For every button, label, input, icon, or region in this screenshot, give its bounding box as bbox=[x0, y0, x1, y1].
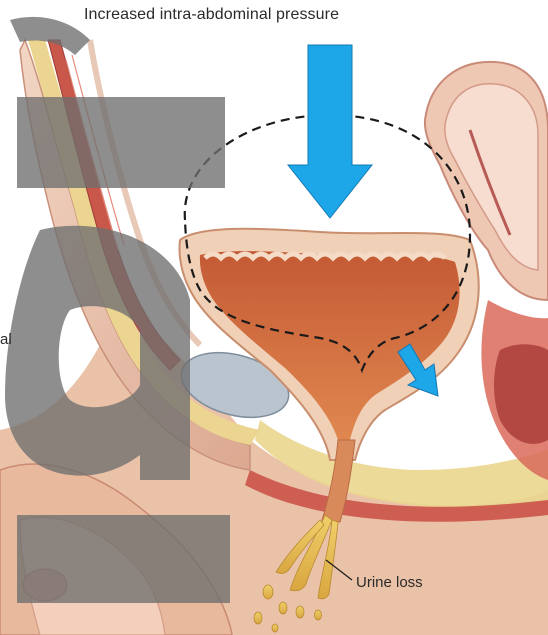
arrow-down-icon bbox=[288, 45, 372, 218]
urine-drop bbox=[279, 602, 287, 614]
watermark bbox=[5, 17, 230, 603]
watermark-block bbox=[17, 97, 225, 188]
urine-loss-label: Urine loss bbox=[356, 574, 423, 591]
pressure-label: Increased intra-abdominal pressure bbox=[84, 6, 339, 24]
urine-drop bbox=[296, 606, 304, 618]
urine-drop bbox=[254, 612, 262, 624]
clipped-left-label: al bbox=[0, 331, 12, 348]
urine-drop bbox=[272, 624, 278, 632]
urine-drop bbox=[263, 585, 273, 599]
watermark-block bbox=[17, 515, 230, 603]
urine-drop bbox=[315, 610, 322, 620]
